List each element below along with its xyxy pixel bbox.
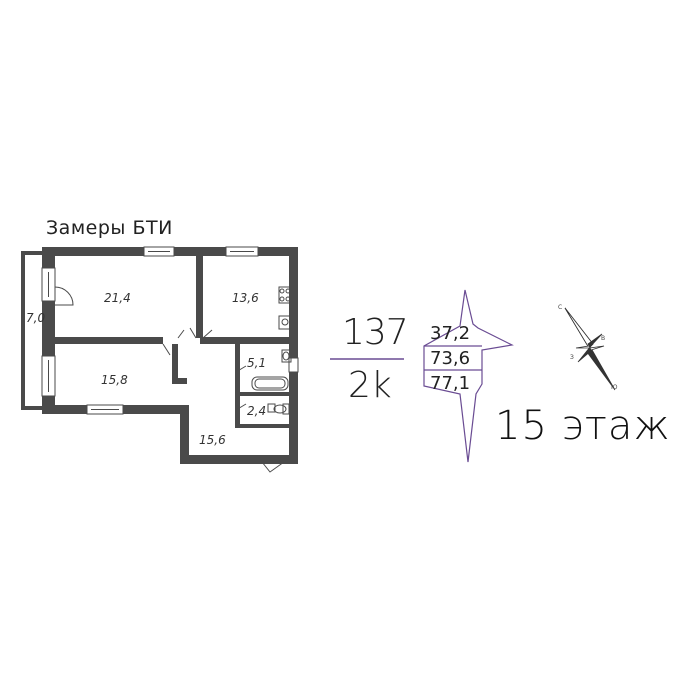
fraction-line: [330, 358, 404, 360]
door-balcony: [54, 286, 74, 306]
total-area-with-balcony: 77,1: [430, 373, 471, 394]
living-area: 37,2: [430, 323, 471, 344]
wall-bottom-hall: [180, 455, 298, 464]
compass-west-label: З: [570, 354, 574, 361]
floor-number: 15: [495, 403, 548, 449]
wall-bath-divider: [235, 392, 298, 396]
room-area-room-1: 21,4: [104, 291, 131, 305]
room-area-bathroom: 5,1: [247, 356, 267, 370]
balcony-top: [21, 251, 42, 255]
floor-info: 15 этаж: [495, 403, 671, 449]
compass-north-label: С: [558, 304, 563, 311]
apartment-number: 137: [342, 312, 409, 353]
wall-bath-left: [235, 344, 240, 428]
total-area: 73,6: [430, 348, 471, 369]
door-entrance: [261, 461, 285, 473]
wall-right: [289, 247, 298, 464]
room-area-balcony: 7,0: [26, 311, 46, 325]
door-room2: [162, 343, 171, 356]
room-area-room-2: 15,8: [101, 373, 128, 387]
door-bath: [235, 365, 247, 373]
wall-hall-top: [200, 337, 298, 344]
room-area-toilet: 2,4: [247, 404, 267, 418]
wall-room-divider: [55, 337, 163, 344]
compass-icon: [564, 307, 616, 391]
measurements-label: Замеры БТИ: [46, 217, 173, 239]
floor-label: этаж: [561, 403, 671, 449]
compass-east-label: В: [601, 335, 606, 342]
wall-room2-right: [172, 344, 178, 381]
wall-hall-left: [180, 405, 189, 464]
wall-room2-step: [172, 378, 187, 384]
wall-wc-bottom: [235, 424, 298, 428]
wall-kitchen: [196, 256, 203, 338]
door-room1: [177, 327, 197, 339]
window-bath: [288, 357, 299, 373]
door-wc: [235, 403, 247, 411]
room-area-kitchen: 13,6: [232, 291, 259, 305]
balcony-bottom: [21, 406, 42, 410]
door-kitchen: [202, 329, 213, 339]
room-area-hall: 15,6: [199, 433, 226, 447]
area-badge-star: [423, 289, 514, 463]
rooms-count: 2k: [348, 365, 392, 406]
compass-south-label: Ю: [611, 384, 618, 391]
